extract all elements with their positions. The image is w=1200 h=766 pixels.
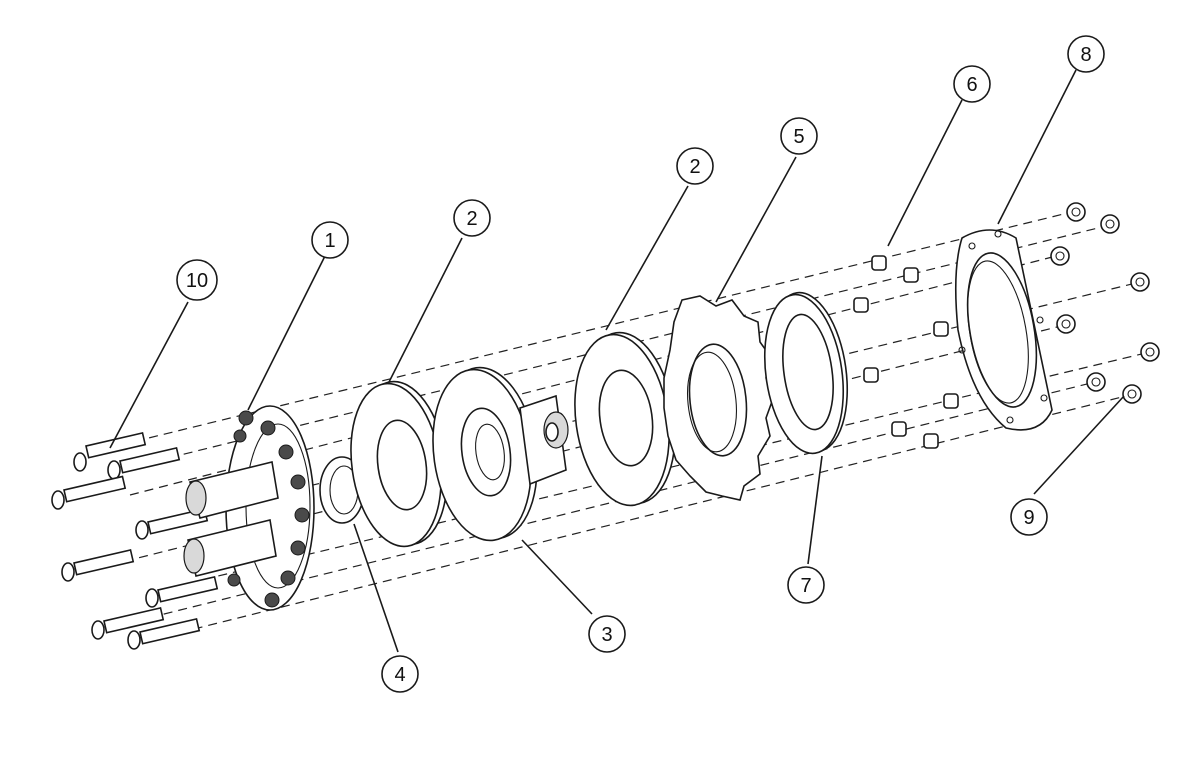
callout-3: 3 <box>588 615 626 653</box>
bolt <box>91 606 165 640</box>
nut <box>1066 202 1086 222</box>
callout-label: 9 <box>1023 507 1034 529</box>
callout-label: 5 <box>793 126 804 148</box>
callout-7: 7 <box>787 566 825 604</box>
yoke-flange <box>183 405 315 611</box>
callout-label: 6 <box>966 74 977 96</box>
cover-plate <box>954 229 1053 431</box>
callouts: 1 2 2 3 4 5 6 7 <box>176 35 1105 693</box>
callout-label: 1 <box>324 230 335 252</box>
hub-plate <box>432 366 569 542</box>
nut <box>1140 342 1160 362</box>
callout-label: 8 <box>1080 44 1091 66</box>
spacer <box>853 297 869 313</box>
nuts-group <box>1050 202 1160 404</box>
spacer <box>903 267 919 283</box>
callout-label: 3 <box>601 624 612 646</box>
callout-9: 9 <box>1010 498 1048 536</box>
ring-gasket <box>763 291 849 455</box>
spacer <box>891 421 907 437</box>
callout-label: 2 <box>466 208 477 230</box>
bolt <box>51 475 127 510</box>
nut <box>1122 384 1142 404</box>
bolt <box>61 548 135 582</box>
spacer <box>871 255 887 271</box>
leader-lines <box>109 69 1125 653</box>
bolt <box>107 446 181 480</box>
callout-4: 4 <box>381 655 419 693</box>
bolts-group <box>51 431 219 650</box>
flange-lugs <box>227 410 310 608</box>
nut <box>1100 214 1120 234</box>
spacer <box>943 393 959 409</box>
callout-label: 4 <box>394 664 405 686</box>
callout-1: 1 <box>311 221 349 259</box>
spacer <box>933 321 949 337</box>
callout-label: 7 <box>800 575 811 597</box>
callout-label: 2 <box>689 156 700 178</box>
bolt <box>145 575 219 608</box>
spacer <box>863 367 879 383</box>
friction-disc-right <box>574 331 676 507</box>
nut <box>1050 246 1070 266</box>
callout-10: 10 <box>176 259 218 301</box>
callout-label: 10 <box>186 270 208 292</box>
callout-2-left: 2 <box>453 199 491 237</box>
spacers-group <box>853 255 959 449</box>
bolt <box>73 431 147 472</box>
spacer <box>923 433 939 449</box>
nut <box>1086 372 1106 392</box>
callout-8: 8 <box>1067 35 1105 73</box>
friction-disc-left <box>350 380 448 548</box>
nut <box>1130 272 1150 292</box>
callout-5: 5 <box>780 117 818 155</box>
gear-plate <box>663 295 775 501</box>
bolt <box>127 617 201 650</box>
nut <box>1056 314 1076 334</box>
callout-2-right: 2 <box>676 147 714 185</box>
callout-6: 6 <box>953 65 991 103</box>
